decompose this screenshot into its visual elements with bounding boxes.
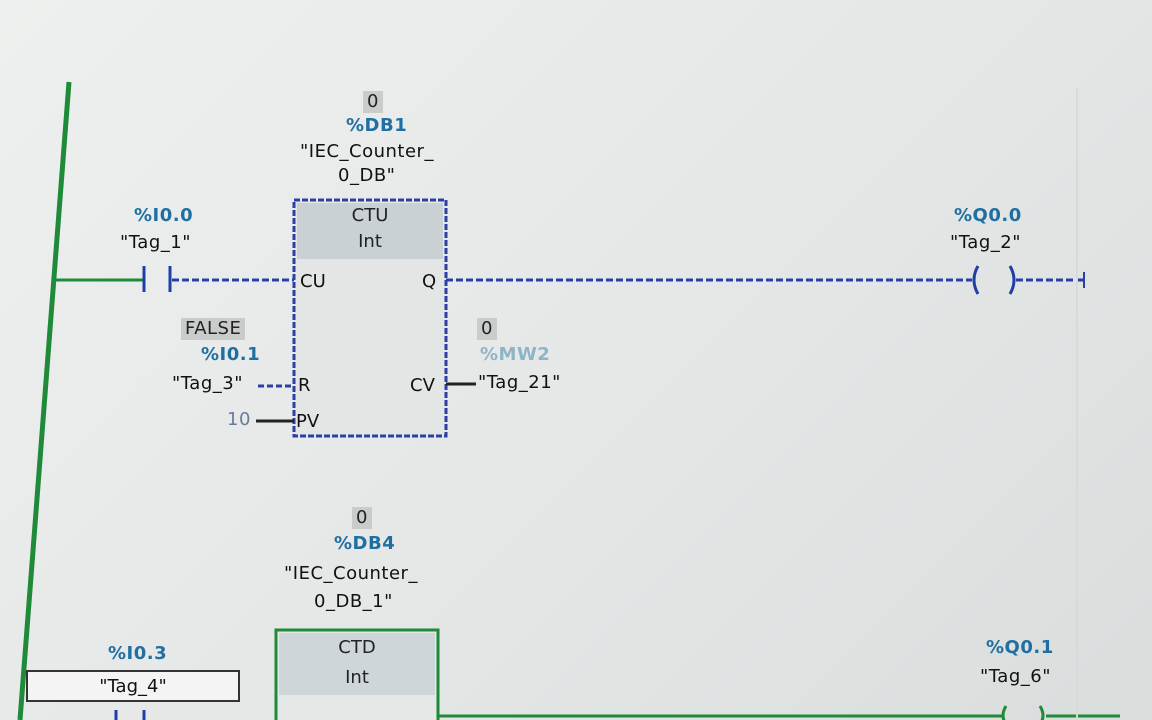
- db4-name-line2: 0_DB_1": [314, 591, 393, 612]
- pin-r: R: [298, 375, 311, 396]
- cv-value: 0: [477, 318, 497, 340]
- contact-cu[interactable]: [142, 266, 172, 292]
- reset-tag[interactable]: "Tag_3": [172, 373, 243, 394]
- cv-tag[interactable]: "Tag_21": [478, 372, 561, 393]
- editor-border: [1076, 88, 1078, 720]
- contact-i0-3-tag-input[interactable]: [26, 670, 240, 702]
- contact-cu-address[interactable]: %I0.0: [134, 205, 194, 226]
- pv-value[interactable]: 10: [227, 409, 251, 430]
- coil-q0-1-tag[interactable]: "Tag_6": [980, 666, 1051, 687]
- coil-q0-0[interactable]: [972, 265, 1016, 295]
- db1-name-line2: 0_DB": [338, 165, 396, 186]
- reset-value: FALSE: [181, 318, 246, 340]
- ctd-block-type: CTD: [338, 637, 376, 658]
- contact-i0-3-address[interactable]: %I0.3: [108, 643, 168, 664]
- ctu-block-header[interactable]: CTU Int: [297, 203, 443, 259]
- pin-q: Q: [422, 271, 437, 292]
- coil-q0-0-address[interactable]: %Q0.0: [954, 205, 1022, 226]
- cv-address[interactable]: %MW2: [480, 344, 551, 365]
- coil-q0-0-tag[interactable]: "Tag_2": [950, 232, 1021, 253]
- ctu-data-type: Int: [358, 231, 382, 252]
- db1-address: %DB1: [346, 115, 408, 136]
- ctd-block-header[interactable]: CTD Int: [279, 633, 435, 695]
- coil-q0-1-address[interactable]: %Q0.1: [986, 637, 1054, 658]
- db4-address: %DB4: [334, 533, 396, 554]
- ctu-block-type: CTU: [351, 205, 389, 226]
- pin-pv: PV: [296, 411, 320, 432]
- db1-name-line1: "IEC_Counter_: [300, 141, 434, 162]
- pin-cu: CU: [300, 271, 326, 292]
- contact-cu-tag[interactable]: "Tag_1": [120, 232, 191, 253]
- power-rail: [17, 81, 72, 720]
- db1-value: 0: [363, 91, 383, 113]
- reset-address[interactable]: %I0.1: [201, 344, 261, 365]
- db4-value: 0: [352, 507, 372, 529]
- ctd-data-type: Int: [345, 667, 369, 688]
- coil-q0-1[interactable]: [1001, 705, 1045, 720]
- db4-name-line1: "IEC_Counter_: [284, 563, 418, 584]
- pin-cv: CV: [410, 375, 435, 396]
